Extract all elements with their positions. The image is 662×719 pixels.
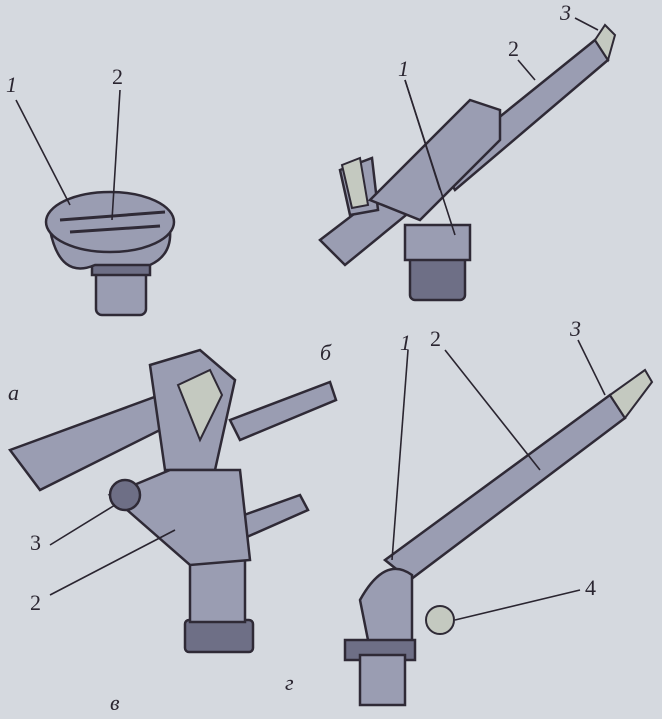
- panel-b-letter: б: [320, 340, 332, 365]
- callout-b-1: 1: [398, 56, 409, 81]
- callout-c-3: 3: [30, 530, 41, 555]
- panel-a-drawing: [15, 89, 176, 317]
- callout-c-2: 2: [30, 590, 41, 615]
- callout-a-2: 2: [112, 64, 123, 89]
- panel-b-drawing: [318, 17, 617, 302]
- callout-b-3: 3: [560, 0, 571, 25]
- panel-d-drawing: [343, 339, 654, 707]
- callout-b-2: 2: [508, 36, 519, 61]
- callout-d-4: 4: [585, 575, 596, 600]
- panel-a-letter: а: [8, 380, 19, 405]
- panel-c-letter: в: [110, 690, 120, 715]
- callout-d-2: 2: [430, 326, 441, 351]
- callout-a-1: 1: [6, 72, 17, 97]
- panel-d-letter: г: [285, 670, 294, 695]
- callout-d-1: 1: [400, 330, 411, 355]
- panel-c-drawing: [7, 348, 338, 654]
- callout-d-3: 3: [570, 316, 581, 341]
